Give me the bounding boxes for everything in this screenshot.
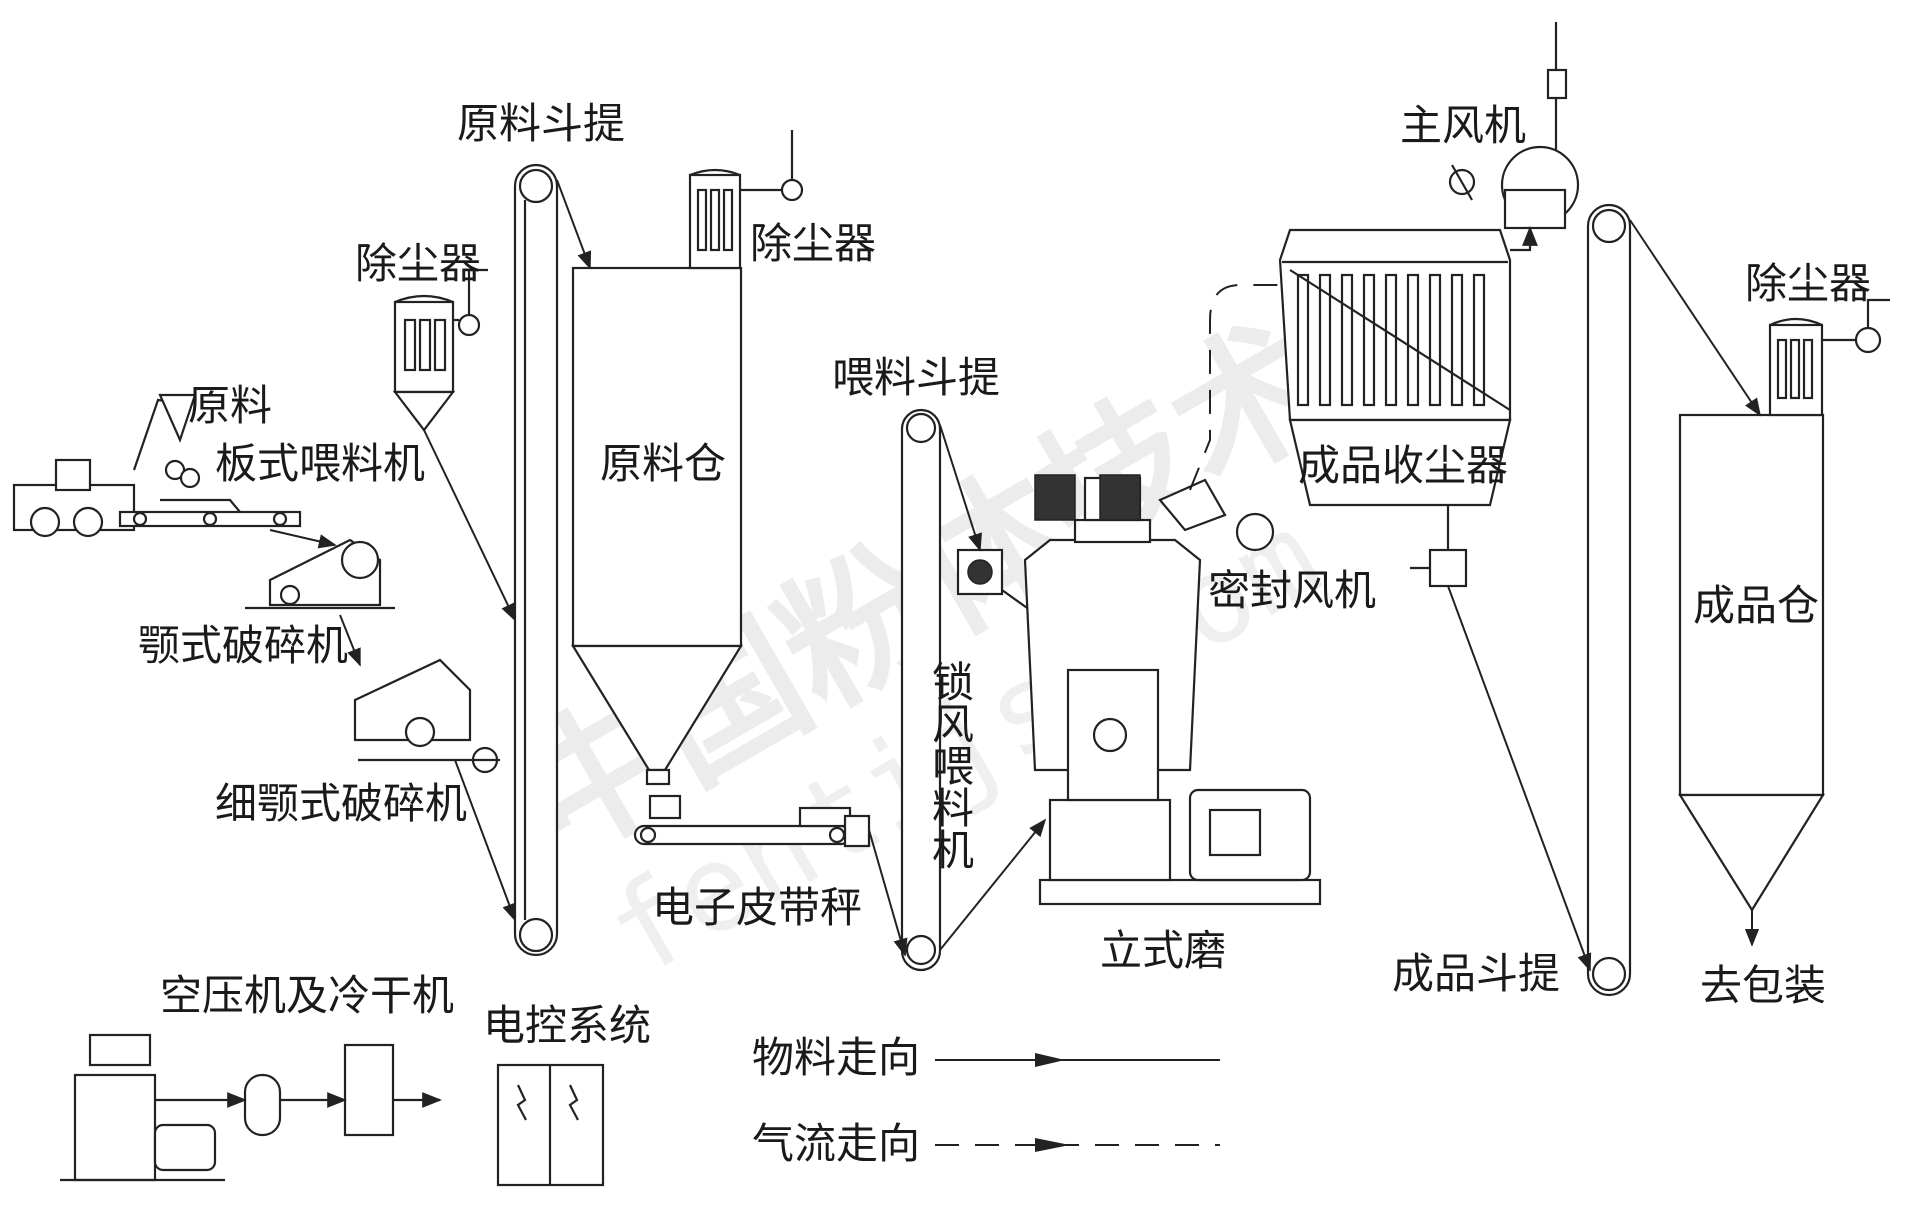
label-raw-silo: 原料仓 xyxy=(600,439,726,488)
fine-jaw-crusher xyxy=(353,658,500,774)
label-to-packing: 去包装 xyxy=(1700,961,1826,1010)
label-raw-material: 原料 xyxy=(188,381,272,430)
material-flow-lines xyxy=(269,179,1761,972)
legend-air-flow-label: 气流走向 xyxy=(752,1119,920,1168)
product-silo xyxy=(1678,298,1890,913)
legend: 物料走向 气流走向 xyxy=(752,1033,1220,1168)
label-main-fan: 主风机 xyxy=(1400,101,1526,150)
label-jaw-crusher: 颚式破碎机 xyxy=(138,621,348,670)
label-airlock-feeder: 锁风喂料机 xyxy=(926,660,975,870)
label-dust-collector-3: 除尘器 xyxy=(1745,259,1871,308)
jaw-crusher xyxy=(245,538,395,610)
label-product-silo: 成品仓 xyxy=(1693,581,1819,630)
label-seal-fan: 密封风机 xyxy=(1208,566,1376,615)
label-electric-control: 电控系统 xyxy=(483,1001,651,1050)
label-vertical-mill: 立式磨 xyxy=(1100,926,1226,975)
vertical-mill xyxy=(1023,474,1322,906)
belt-scale xyxy=(633,794,871,848)
filter-bags xyxy=(1296,273,1486,407)
dust-collector-1 xyxy=(392,268,488,432)
feed-bucket-elevator xyxy=(900,408,942,972)
labels: 原料 板式喂料机 颚式破碎机 细颚式破碎机 除尘器 原料斗提 原料仓 除尘器 电… xyxy=(138,99,1871,1050)
label-product-bucket-elevator: 成品斗提 xyxy=(1392,949,1560,998)
label-plate-feeder: 板式喂料机 xyxy=(215,439,425,488)
label-feed-bucket-elevator: 喂料斗提 xyxy=(832,353,1000,402)
product-collector xyxy=(1278,228,1512,588)
label-air-compressor-dryer: 空压机及冷干机 xyxy=(160,971,454,1020)
label-dust-collector-2: 除尘器 xyxy=(750,219,876,268)
raw-bucket-elevator xyxy=(513,163,559,957)
air-compressor-dryer xyxy=(60,1033,442,1182)
label-product-collector: 成品收尘器 xyxy=(1298,441,1508,490)
main-fan xyxy=(1448,22,1580,230)
legend-material-flow-label: 物料走向 xyxy=(752,1033,920,1082)
label-belt-scale: 电子皮带秤 xyxy=(652,883,862,932)
label-raw-bucket-elevator: 原料斗提 xyxy=(457,99,625,148)
air-flow-lines xyxy=(1189,226,1538,491)
label-dust-collector-1: 除尘器 xyxy=(355,239,481,288)
raw-silo xyxy=(571,130,804,786)
plate-feeder xyxy=(118,498,302,528)
electric-control-cabinet xyxy=(496,1063,605,1187)
loader-truck xyxy=(12,393,201,538)
label-fine-jaw-crusher: 细颚式破碎机 xyxy=(215,779,467,828)
product-bucket-elevator xyxy=(1586,203,1632,997)
